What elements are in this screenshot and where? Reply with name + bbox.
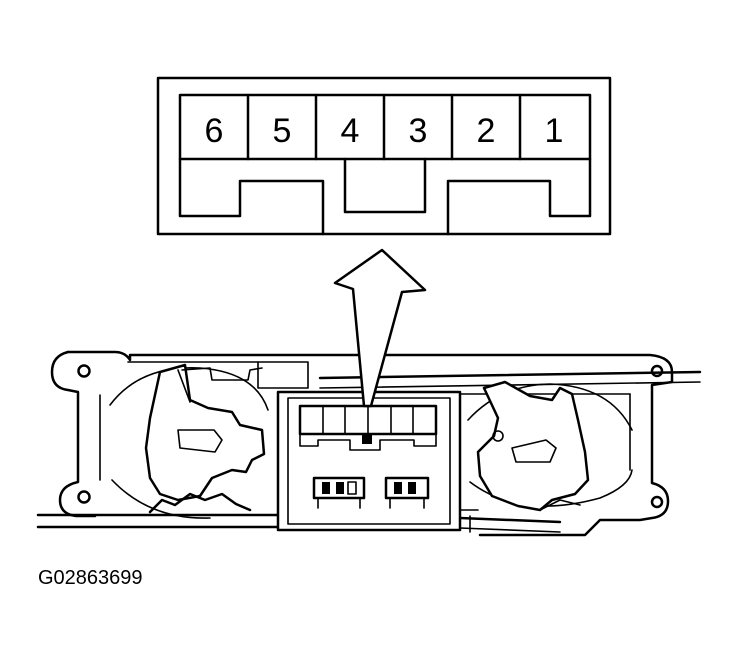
figure-id: G02863699 — [38, 567, 143, 589]
terminal-right — [384, 476, 430, 509]
pin-label-3: 3 — [409, 112, 428, 150]
housing-outline-top — [66, 350, 674, 537]
pin-label-6: 6 — [205, 112, 224, 150]
lever-notch — [511, 439, 557, 463]
housing-outline-left — [50, 350, 97, 518]
left-gear — [148, 492, 252, 514]
left-dial-arc — [111, 479, 211, 519]
pointer-arrow-icon — [333, 248, 427, 408]
lever-notch — [177, 429, 223, 453]
pin-label-5: 5 — [273, 112, 292, 150]
connector-key-center — [343, 157, 427, 214]
lever-edge — [539, 499, 581, 511]
connector-key-right — [446, 157, 592, 236]
pin-label-1: 1 — [545, 112, 564, 150]
lever-edge — [177, 369, 191, 403]
left-knob-lever — [144, 363, 266, 502]
control-unit-assembly — [36, 350, 702, 537]
bottom-rail — [458, 516, 562, 524]
right-knob-lever — [476, 380, 590, 512]
socket-key-profile — [299, 433, 437, 451]
rail-line — [318, 370, 702, 380]
unit-connector-socket — [276, 390, 462, 532]
upper-tab — [181, 367, 263, 381]
upper-block — [257, 361, 309, 389]
connector-key-left — [178, 157, 325, 236]
terminal-left — [312, 476, 366, 509]
pin-label-2: 2 — [477, 112, 496, 150]
mounting-hole-icon — [650, 495, 664, 509]
mounting-hole-icon — [77, 490, 91, 504]
bottom-rail — [459, 527, 561, 533]
socket-key-mark — [362, 434, 372, 444]
mounting-hole-icon — [650, 364, 664, 378]
pivot-icon — [492, 430, 504, 442]
connector-face: 6 5 4 3 2 1 — [156, 76, 612, 236]
mounting-hole-icon — [77, 364, 91, 378]
pin-label-4: 4 — [341, 112, 360, 150]
connector-housing-outline — [156, 76, 612, 236]
